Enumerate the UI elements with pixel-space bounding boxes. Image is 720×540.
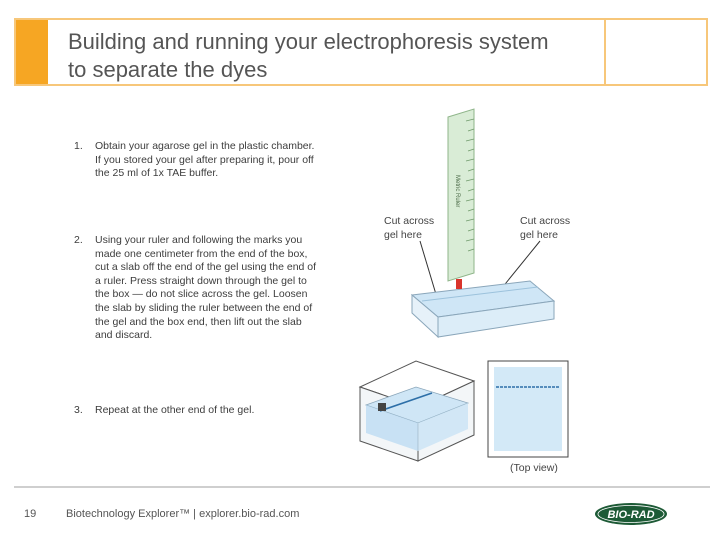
step-line: the slab by sliding the ruler between th… bbox=[95, 301, 313, 314]
footer-text: Biotechnology Explorer™ | explorer.bio-r… bbox=[66, 508, 300, 520]
gel-box-top-view: (Top view) bbox=[487, 360, 569, 474]
footer-divider bbox=[14, 486, 710, 488]
title-frame bbox=[14, 18, 606, 86]
step-text: Repeat at the other end of the gel. bbox=[95, 404, 336, 418]
step-line: If you stored your gel after preparing i… bbox=[95, 153, 314, 166]
bio-rad-logo: BIO-RAD bbox=[595, 503, 667, 525]
cut-label-right-line1: Cut across bbox=[520, 215, 570, 227]
step-line: made one centimeter from the end of the … bbox=[95, 247, 308, 260]
cut-label-left-line2: gel here bbox=[384, 229, 422, 241]
step-line: Repeat at the other end of the gel. bbox=[95, 404, 255, 416]
step-line: cut a slab off the end of the gel using … bbox=[95, 261, 317, 274]
page-number: 19 bbox=[24, 508, 37, 520]
step-line: Obtain your agarose gel in the plastic c… bbox=[95, 140, 315, 152]
cut-label-left-line1: Cut across bbox=[384, 215, 434, 227]
step-line: and discard. bbox=[95, 329, 153, 342]
gel-box-perspective bbox=[410, 279, 556, 339]
metric-ruler: Metric Ruler bbox=[447, 108, 475, 282]
step-3: 3. Repeat at the other end of the gel. bbox=[74, 404, 336, 418]
step-line: the gel and the box end, then lift out t… bbox=[95, 315, 302, 328]
ruler-label: Metric Ruler bbox=[454, 175, 460, 207]
slide-title: Building and running your electrophoresi… bbox=[68, 28, 608, 84]
step-line: a ruler. Press straight down through the… bbox=[95, 274, 307, 287]
step-text: Obtain your agarose gel in the plastic c… bbox=[95, 140, 336, 181]
cut-marker bbox=[456, 279, 462, 289]
title-accent-bar bbox=[16, 20, 48, 84]
title-side-frame bbox=[606, 18, 708, 86]
step-1: 1. Obtain your agarose gel in the plasti… bbox=[74, 140, 336, 181]
slide-title-line-2: to separate the dyes bbox=[68, 57, 268, 82]
gel-cutting-illustration: Metric Ruler Cut across gel here Cut acr… bbox=[358, 108, 570, 474]
pointer-line-left bbox=[419, 240, 439, 302]
step-number: 3. bbox=[74, 404, 83, 416]
step-line: the box — do not slice across the gel. L… bbox=[95, 288, 308, 301]
top-view-label: (Top view) bbox=[510, 462, 558, 474]
slide-title-line-1: Building and running your electrophoresi… bbox=[68, 29, 549, 54]
gel-box-cut bbox=[358, 360, 476, 462]
step-number: 2. bbox=[74, 234, 83, 246]
cut-label-right-line2: gel here bbox=[520, 229, 558, 241]
step-text: Using your ruler and following the marks… bbox=[95, 234, 336, 343]
step-line: the 25 ml of 1x TAE buffer. bbox=[95, 167, 219, 180]
step-number: 1. bbox=[74, 140, 83, 152]
step-line: Using your ruler and following the marks… bbox=[95, 234, 303, 246]
step-2: 2. Using your ruler and following the ma… bbox=[74, 234, 336, 343]
logo-text: BIO-RAD bbox=[607, 509, 654, 521]
